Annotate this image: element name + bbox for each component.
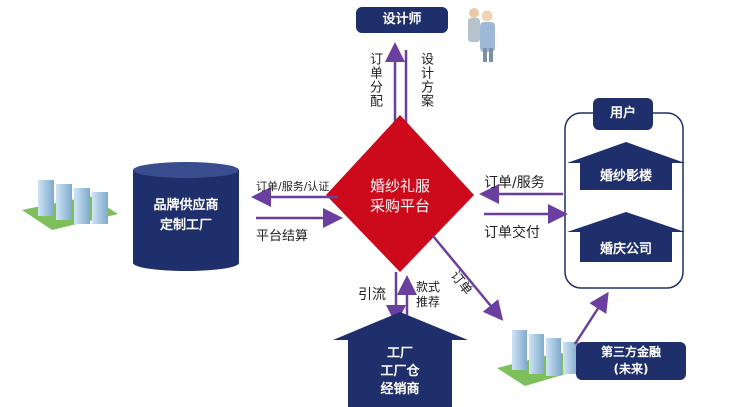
users-title-box (593, 98, 653, 130)
label-platform-settlement: 平台结算 (256, 229, 309, 244)
dealers-line2: 工厂仓 (380, 364, 420, 379)
label-order-delivery: 订单交付 (484, 225, 540, 241)
label-traffic: 引流 (358, 287, 386, 303)
finance-label: 第三方金融 (未来) (576, 344, 686, 378)
user-item1-shape (567, 142, 685, 190)
supplier-buildings-icon (22, 180, 118, 230)
style-line1: 款式 (416, 280, 441, 294)
label-design-plan: 设计方案 (418, 52, 433, 108)
dealers-line3: 经销商 (380, 382, 420, 397)
users-title: 用户 (609, 106, 636, 121)
supplier-line2: 定制工厂 (159, 218, 212, 233)
style-line2: 推荐 (416, 295, 441, 309)
designer-label: 设计师 (382, 12, 422, 27)
platform-line1: 婚纱礼服 (369, 177, 430, 195)
arrow-order-to-finance (432, 235, 504, 321)
supplier-label: 品牌供应商 定制工厂 (133, 196, 239, 236)
user-item1-label: 婚纱影楼 (599, 169, 652, 184)
finance-line1: 第三方金融 (600, 345, 661, 359)
label-style-recommend: 款式 推荐 (416, 280, 440, 310)
label-order-service: 订单/服务 (484, 175, 545, 191)
dealers-label: 工厂 工厂仓 经销商 (348, 345, 452, 399)
arrow-finance-to-users (573, 291, 609, 345)
dealers-line1: 工厂 (386, 346, 413, 361)
supplier-line1: 品牌供应商 (153, 198, 219, 213)
user-item2-shape (567, 212, 685, 262)
finance-buildings-icon (497, 330, 586, 386)
label-order-service-cert: 订单/服务/认证 (256, 180, 330, 193)
label-order-assign: 订单分配 (367, 52, 382, 108)
platform-line2: 采购平台 (369, 197, 430, 215)
dealers-shape (333, 312, 468, 407)
supplier-cylinder (133, 162, 239, 271)
finance-line2: (未来) (613, 362, 649, 376)
finance-box (576, 342, 686, 380)
platform-label: 婚纱礼服 采购平台 (340, 176, 460, 216)
user-item2-label: 婚庆公司 (599, 242, 652, 257)
designer-box (356, 7, 448, 33)
platform-diamond (326, 115, 474, 272)
designer-people-icon (468, 8, 495, 62)
